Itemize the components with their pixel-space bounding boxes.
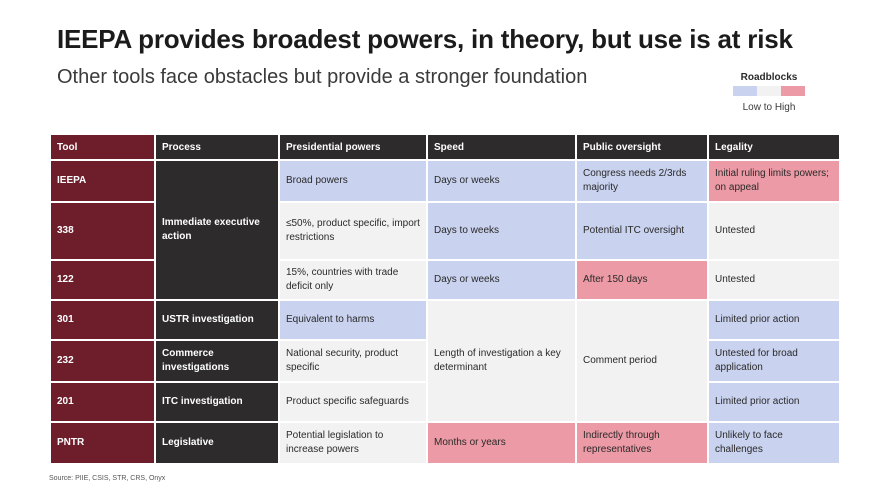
process-cell: USTR investigation — [156, 301, 278, 339]
oversight-cell: Potential ITC oversight — [577, 203, 707, 259]
table-row: 338 ≤50%, product specific, import restr… — [51, 203, 839, 259]
legend-swatch-low — [733, 86, 757, 96]
table-row: 301 USTR investigation Equivalent to har… — [51, 301, 839, 421]
tool-cell: 122 — [51, 261, 154, 299]
table-header-row: Tool Process Presidential powers Speed P… — [51, 135, 839, 159]
legend-range-label: Low to High — [742, 102, 796, 113]
powers-cell: National security, product specific — [280, 341, 426, 381]
speed-cell-merged: Length of investigation a key determinan… — [428, 301, 575, 421]
source-note: Source: PIIE, CSIS, STR, CRS, Onyx — [49, 475, 166, 482]
oversight-cell: Congress needs 2/3rds majority — [577, 161, 707, 201]
table-row: IEEPA Immediate executive action Broad p… — [51, 161, 839, 299]
header-legality: Legality — [709, 135, 839, 159]
tool-cell: 232 — [51, 341, 154, 381]
speed-cell: Months or years — [428, 423, 575, 463]
legality-cell: Unlikely to face challenges — [709, 423, 839, 463]
powers-cell: 15%, countries with trade deficit only — [280, 261, 426, 299]
powers-cell: Product specific safeguards — [280, 383, 426, 421]
legality-cell: Limited prior action — [709, 301, 839, 339]
oversight-cell-merged: Comment period — [577, 301, 707, 421]
header-powers: Presidential powers — [280, 135, 426, 159]
speed-cell: Days to weeks — [428, 203, 575, 259]
chart-subtitle: Other tools face obstacles but provide a… — [57, 66, 588, 88]
header-speed: Speed — [428, 135, 575, 159]
legend-color-scale — [733, 86, 805, 96]
legality-cell: Untested for broad application — [709, 341, 839, 381]
legality-cell: Limited prior action — [709, 383, 839, 421]
powers-cell: ≤50%, product specific, import restricti… — [280, 203, 426, 259]
legality-cell: Untested — [709, 203, 839, 259]
oversight-cell: After 150 days — [577, 261, 707, 299]
tool-cell: IEEPA — [51, 161, 154, 201]
tool-cell: 201 — [51, 383, 154, 421]
legality-cell: Initial ruling limits powers; on appeal — [709, 161, 839, 201]
legality-cell: Untested — [709, 261, 839, 299]
table-row: PNTR Legislative Potential legislation t… — [51, 423, 839, 463]
oversight-cell: Indirectly through representatives — [577, 423, 707, 463]
speed-cell: Days or weeks — [428, 161, 575, 201]
powers-cell: Broad powers — [280, 161, 426, 201]
process-cell: Commerce investigations — [156, 341, 278, 381]
roadblocks-legend: Roadblocks Low to High — [733, 72, 805, 113]
tool-cell: PNTR — [51, 423, 154, 463]
tool-cell: 338 — [51, 203, 154, 259]
header-tool: Tool — [51, 135, 154, 159]
powers-cell: Equivalent to harms — [280, 301, 426, 339]
trade-tools-table: Tool Process Presidential powers Speed P… — [49, 133, 841, 465]
process-cell-merged: Immediate executive action — [156, 161, 278, 299]
powers-cell: Potential legislation to increase powers — [280, 423, 426, 463]
chart-title: IEEPA provides broadest powers, in theor… — [57, 24, 793, 54]
process-cell: Legislative — [156, 423, 278, 463]
header-process: Process — [156, 135, 278, 159]
legend-swatch-high — [781, 86, 805, 96]
table-row: 122 15%, countries with trade deficit on… — [51, 261, 839, 299]
header-oversight: Public oversight — [577, 135, 707, 159]
table-row: 232 Commerce investigations National sec… — [51, 341, 839, 381]
process-cell: ITC investigation — [156, 383, 278, 421]
tool-cell: 301 — [51, 301, 154, 339]
legend-title: Roadblocks — [740, 72, 798, 83]
table-row: 201 ITC investigation Product specific s… — [51, 383, 839, 421]
speed-cell: Days or weeks — [428, 261, 575, 299]
legend-swatch-mid — [757, 86, 781, 96]
